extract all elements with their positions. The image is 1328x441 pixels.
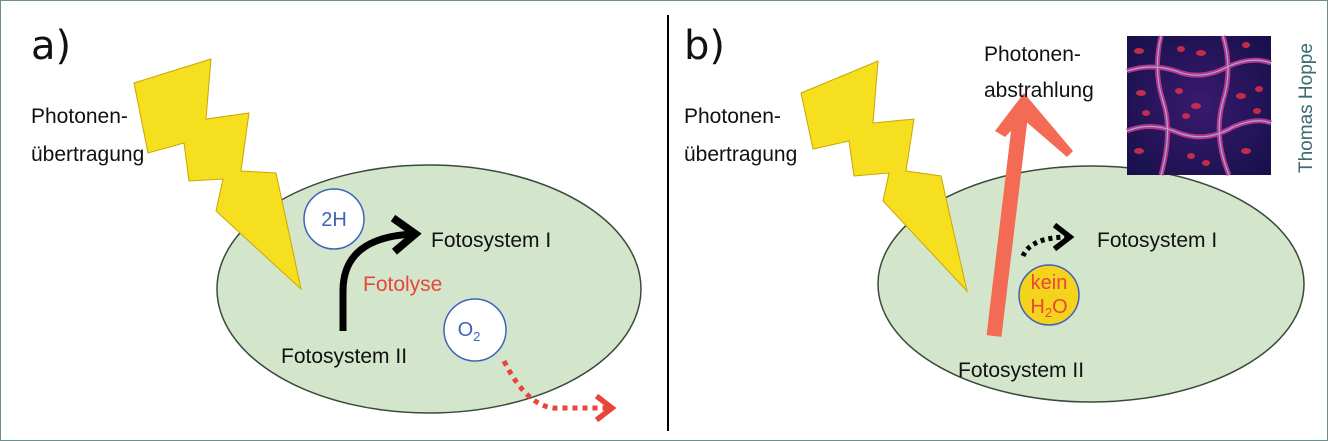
oxygen-label: O2 [458,319,481,344]
photolysis-label: Fotolyse [363,273,442,296]
photosystem-2-label-b: Fotosystem II [958,359,1084,382]
panel-b-label: b) [684,23,725,69]
blocked-electron-arrow [1020,237,1069,258]
no-water-circle [1018,264,1080,326]
panel-a-label: a) [31,23,71,69]
hydrogen-label: 2H [321,209,347,231]
photo-credit: Thomas Hoppe [1296,43,1317,173]
oxygen-release-arrow [501,359,611,408]
chloroplast-membrane-b [877,165,1305,403]
electron-flow-arrow [339,234,414,331]
photosystem-1-label-b: Fotosystem I [1097,229,1217,252]
photon-transfer-label: Photonen- übertragung [31,105,144,166]
photon-emission-arrowhead [995,93,1073,157]
photosystem-1-label: Fotosystem I [431,229,551,252]
hydrogen-circle [303,188,365,250]
photon-emission-arrow-shaft [986,110,1029,337]
no-water-label: kein [1031,272,1068,294]
photon-emission-label: Photonen- abstrahlung [984,43,1094,102]
lightning-bolt-icon [800,60,968,293]
photon-transfer-label-b: Photonen- übertragung [684,105,797,166]
photosystem-2-label: Fotosystem II [281,345,407,368]
micrograph-image [1126,35,1272,176]
water-formula: H2O [1030,296,1067,320]
oxygen-circle [443,298,507,362]
lightning-bolt-icon [133,58,302,291]
